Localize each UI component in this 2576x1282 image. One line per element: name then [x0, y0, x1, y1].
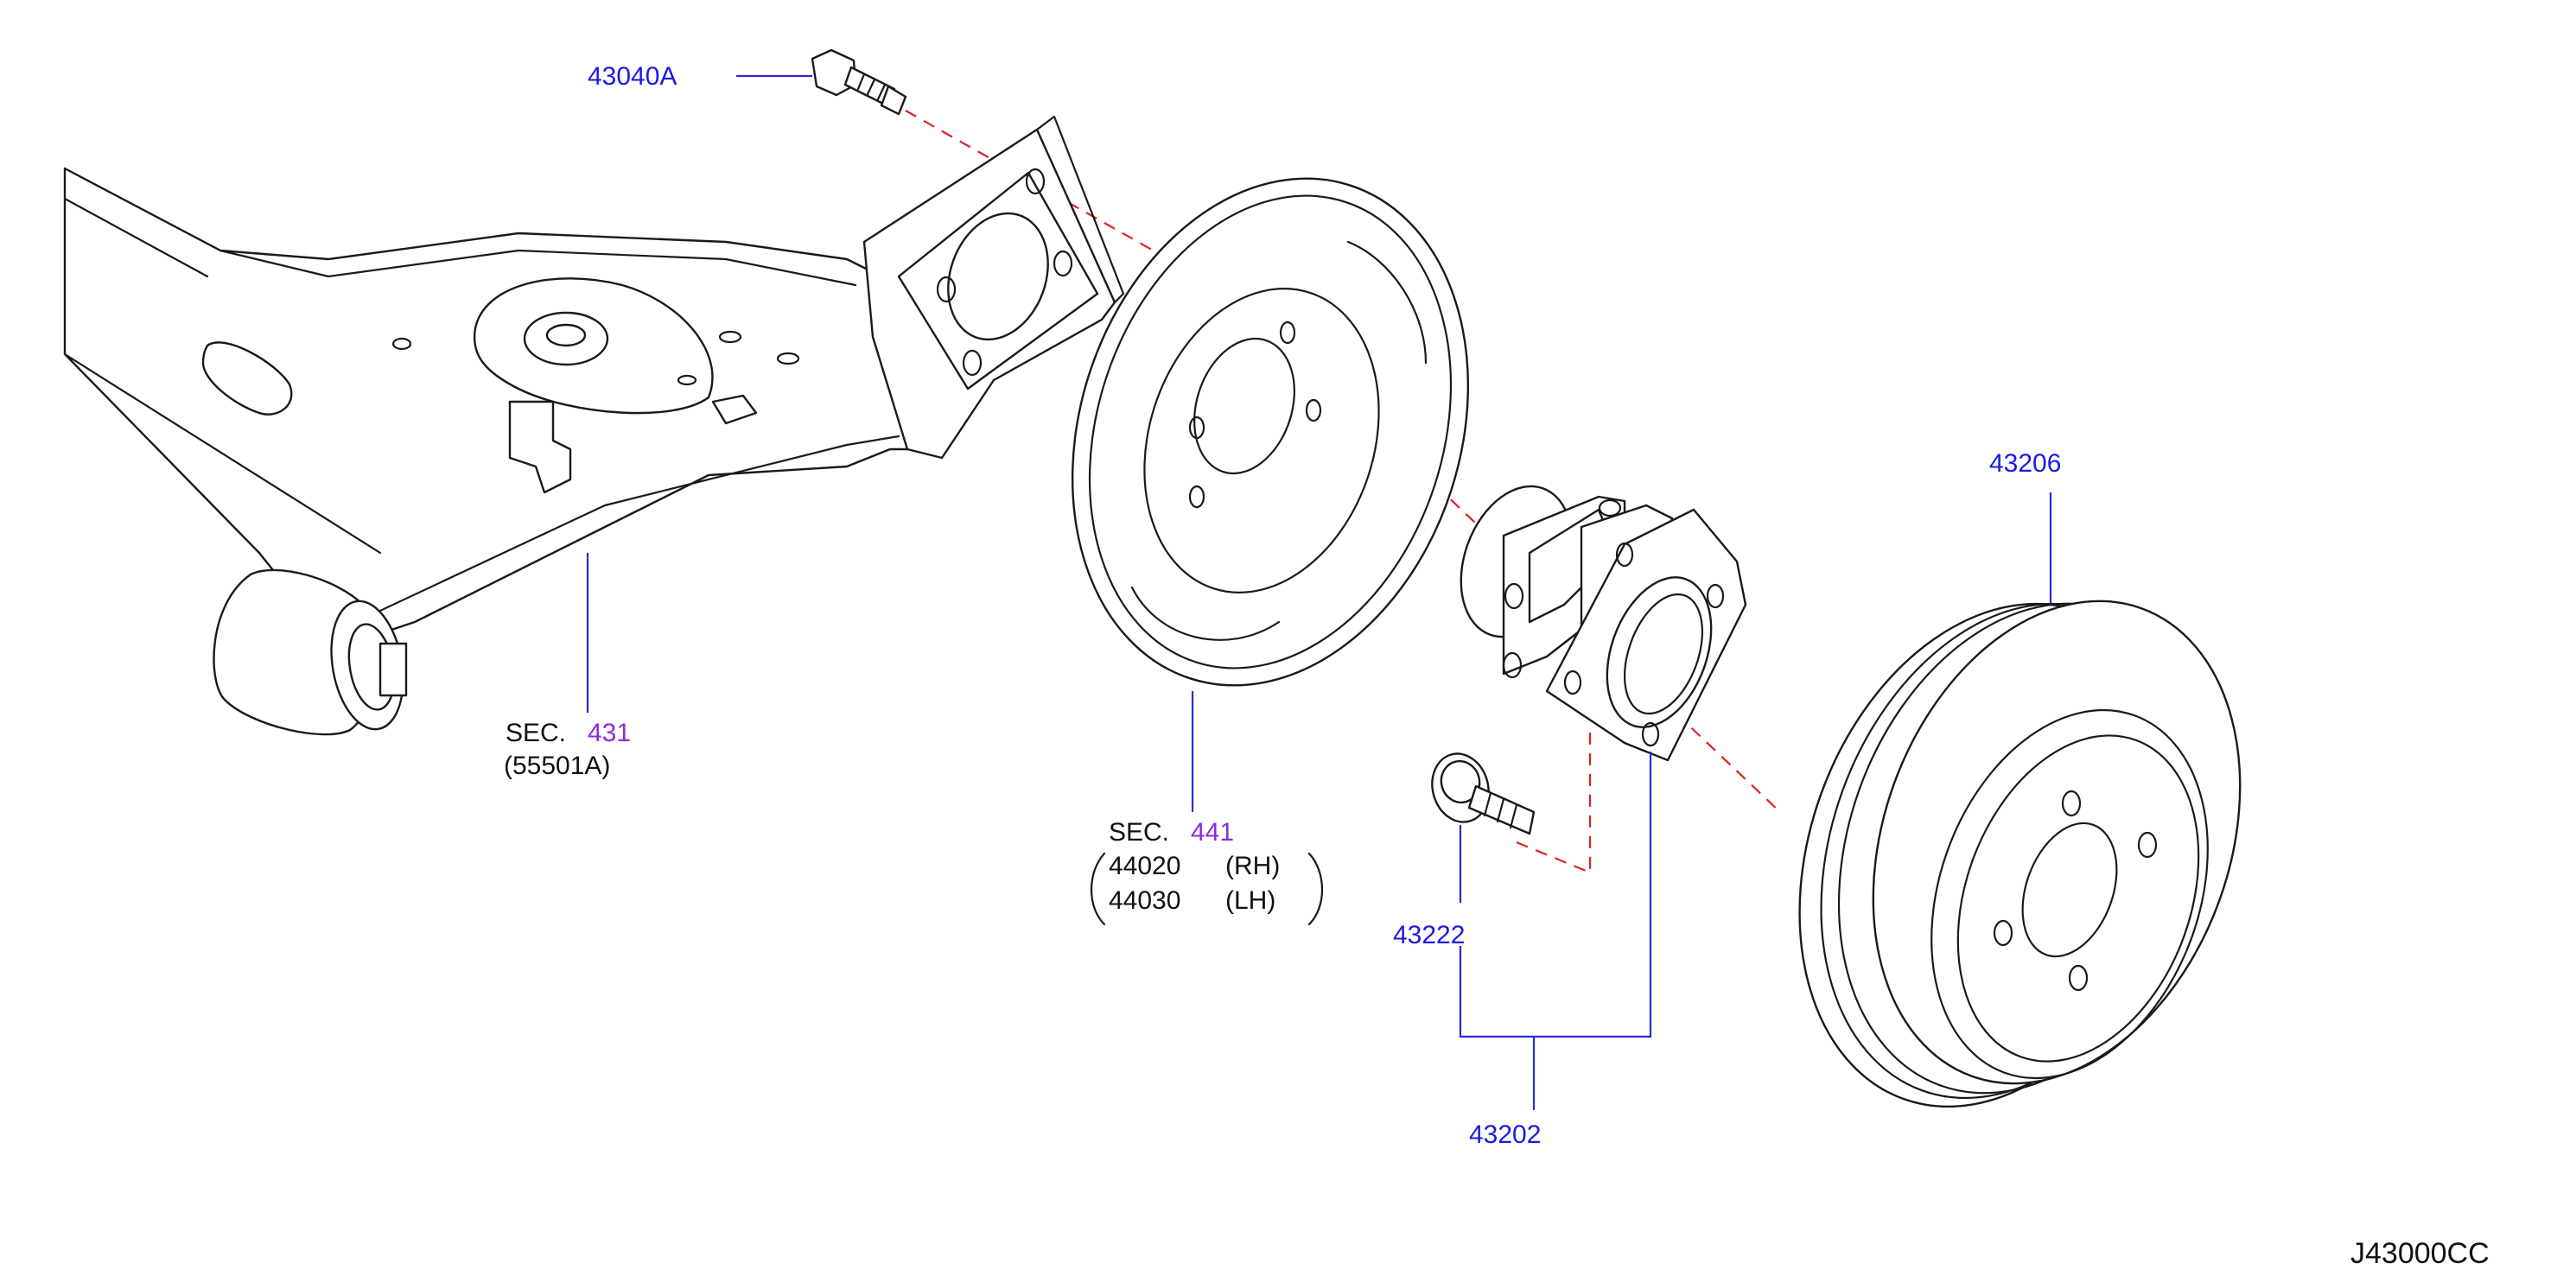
diagram-id: J43000CC — [2350, 1237, 2490, 1270]
flange-bolt — [811, 48, 907, 116]
axle-section-number: 431 — [588, 719, 631, 747]
brake-rh-part-number: 44020 — [1109, 852, 1180, 880]
brake-right-bracket — [1307, 852, 1324, 926]
hub-assembly — [1460, 485, 1747, 762]
axle-subpart: (55501A) — [504, 752, 610, 780]
drum-part-number: 43206 — [1989, 449, 2061, 478]
brake-lh-side: (LH) — [1225, 886, 1275, 915]
hub-bolt — [1431, 752, 1536, 835]
brake-section-prefix: SEC. — [1109, 818, 1169, 847]
brake-lh-part-number: 44030 — [1109, 886, 1180, 915]
axle-section-prefix: SEC. — [506, 719, 566, 747]
brake-left-bracket — [1090, 852, 1106, 926]
brake-section-number: 441 — [1191, 818, 1234, 847]
bolt-part-number: 43040A — [588, 62, 677, 91]
rear-axle-beam — [63, 115, 1125, 736]
brake-drum — [1798, 600, 2242, 1108]
hub-bolt-part-number: 43222 — [1393, 921, 1465, 949]
brake-backing-plate — [1071, 177, 1470, 687]
hub-assembly-part-number: 43202 — [1469, 1120, 1541, 1149]
brake-rh-side: (RH) — [1225, 852, 1280, 880]
leader-lines — [586, 74, 2052, 1110]
